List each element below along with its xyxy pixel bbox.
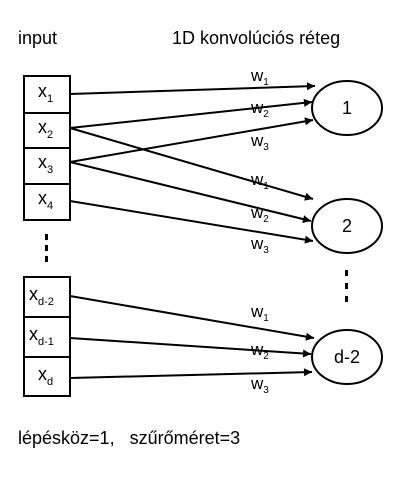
input-label: x2 [38,117,53,141]
arrow-xd2-nd2 [69,295,315,341]
input-labels: x1 x2 x3 x4 xd-2 xd-1 xd [29,81,54,388]
weight-label: w1 [250,66,269,88]
input-column-top [23,75,71,221]
weight-label: w2 [250,98,269,120]
input-box-xd-1 [23,316,71,358]
input-label: x4 [38,188,53,212]
input-column-bottom [23,276,71,397]
weight-label: w2 [250,203,269,225]
node-2 [311,198,383,254]
node-1 [311,80,383,136]
arrow-x1-n1 [69,82,316,95]
arrow-x3-n1 [69,117,314,163]
vertical-ellipsis-nodes [345,270,348,302]
weight-label: w3 [250,131,269,153]
input-label: x3 [38,152,53,176]
weight-label: w1 [250,170,269,192]
arrow-x2-n2 [69,127,314,201]
weight-label: w2 [250,340,269,362]
weight-label: w3 [250,234,269,256]
output-nodes: 1 2 d-2 [311,80,383,385]
input-header: input [18,28,57,48]
weight-labels: w1 w2 w3 w1 w2 w3 w1 w2 w3 [250,66,269,396]
input-label: xd-1 [29,324,54,348]
node-label: 1 [342,98,352,118]
vertical-ellipsis-inputs [45,234,48,262]
node-label: d-2 [334,347,360,367]
node-label: 2 [342,216,352,236]
arrow-x4-n2 [69,200,314,244]
arrow-xd-nd2 [69,368,313,379]
input-box-xd [23,356,71,397]
footer-params: lépésköz=1, szűrőméret=3 [18,428,240,448]
arrow-xd1-nd2 [69,337,312,358]
weight-label: w1 [250,302,269,324]
input-label: x1 [38,81,53,105]
input-label: xd-2 [29,284,54,308]
input-box-x4 [23,183,71,221]
layer-header: 1D konvolúciós réteg [172,28,340,48]
input-label: xd [38,364,53,388]
arrow-x3-n2 [69,161,312,223]
weight-label: w3 [250,374,269,396]
arrow-x2-n1 [69,98,313,129]
node-d-2 [311,329,383,385]
connection-arrows [69,82,316,379]
